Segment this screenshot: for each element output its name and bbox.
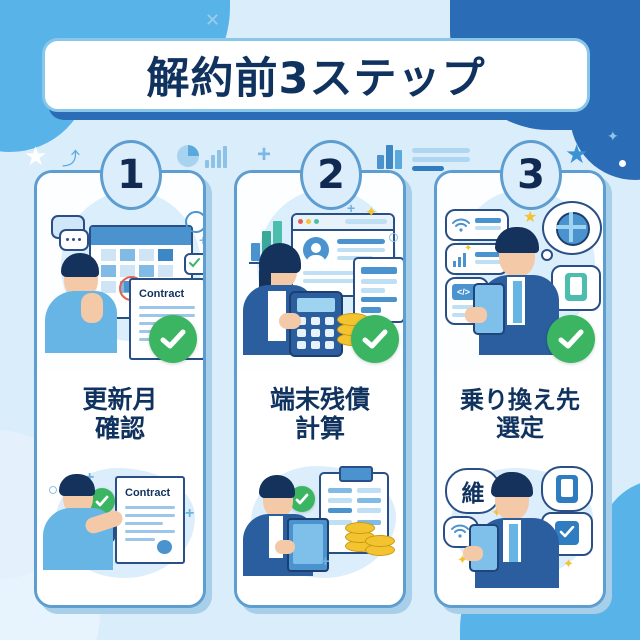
plus-icon-card1: + [199,233,203,247]
contract-document-bottom: Contract [115,476,185,564]
card-3-label-line1: 乗り換え先 [460,385,580,414]
step-card-3[interactable]: ✦ </> ★ ✦ [434,170,606,608]
tablet-icon [287,518,329,572]
card-1-illustration-top: + Contract [37,173,203,370]
bar-chart-icon-card2 [251,221,282,261]
step-number-2: 2 [300,140,362,210]
person-hair-1 [61,253,99,277]
step-card-1[interactable]: + Contract 更新月 確認 [34,170,206,608]
check-badge-card2 [351,315,399,363]
arrow-icon: ⤴ [62,149,80,169]
bar-chart-icon-left [205,146,227,168]
card-1-label: 更新月 確認 [37,370,203,458]
dot-decoration [619,160,626,167]
card-2-illustration-top: ✦ + [237,173,403,370]
person-hair-4 [259,475,295,498]
check-badge-card3 [547,315,595,363]
device-bubble-bottom [541,466,593,512]
browser-window [291,213,395,297]
check-bubble-icon [184,253,203,275]
person-hand-4 [275,540,295,554]
speech-bubble-dots [59,229,89,251]
card-2-label-line2: 計算 [294,414,345,443]
page-title: 解約前3ステップ [146,54,486,104]
card-1-label-line1: 更新月 [82,384,158,414]
globe-speech-bubble [542,201,602,255]
person-arm-1 [81,293,103,323]
sparkle-icon-top-right: ✦ [607,128,619,144]
pie-chart-icon [177,145,199,167]
bar-chart-icon-right [377,145,402,169]
card-2-label-line1: 端末残債 [269,384,370,414]
person-hair-2 [59,474,95,496]
person-hair-5 [495,227,539,253]
step-number-1: 1 [100,140,162,210]
person-hair-6 [491,472,533,497]
card-3-label-line2: 選定 [496,414,544,442]
card-2-label: 端末残債 計算 [237,370,403,458]
plus-icon-left: + [257,141,272,168]
person-hand-5 [465,307,487,323]
card-1-label-line2: 確認 [94,414,145,443]
person-hand-6 [463,546,483,561]
check-badge-card1 [149,315,197,363]
person-shirt [268,291,286,341]
clipboard-icon [319,466,389,554]
star-white-icon: ★ [24,141,48,171]
card-2-illustration-bottom: + [237,458,403,605]
title-banner: 解約前3ステップ [42,38,590,112]
person-tie-2 [509,524,518,562]
sparkle-icon-top-center: ✕ [205,10,221,30]
star-blue-icon: ★ [565,139,589,169]
person-hand-3 [279,313,301,329]
text-lines-icon [412,148,470,171]
step-card-2[interactable]: ✦ + [234,170,406,608]
person-tie [513,281,522,323]
card-3-illustration-bottom: 維 ✦ ✦ ✦ [437,458,603,605]
card-3-label: 乗り換え先 選定 [437,370,603,458]
gear-icon [185,211,203,233]
card-1-illustration-bottom: + + Contract [37,458,203,605]
step-number-3: 3 [500,140,562,210]
